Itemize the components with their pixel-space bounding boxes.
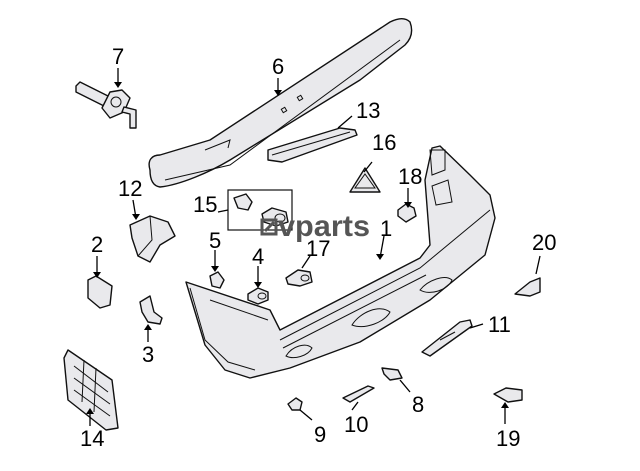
callout-12: 12 [118, 176, 142, 201]
part-3-bracket [139, 295, 163, 325]
callout-17: 17 [306, 236, 330, 261]
part-13-panel [267, 127, 358, 163]
part-9-plug [287, 397, 303, 411]
callout-6: 6 [272, 54, 284, 79]
part-14-grille [63, 349, 119, 431]
callout-1: 1 [380, 216, 392, 241]
part-12-bracket [129, 215, 176, 263]
watermark-text: vparts [278, 210, 370, 243]
part-1-bumper-cover [185, 145, 496, 379]
part-10-trim [342, 385, 375, 403]
part-16-warning-triangle [349, 167, 381, 193]
part-2-clip [87, 275, 113, 309]
callout-8: 8 [412, 392, 424, 417]
callout-11: 11 [488, 312, 511, 337]
callout-16: 16 [372, 130, 396, 155]
part-8-trim [381, 367, 403, 381]
callout-13: 13 [356, 98, 380, 123]
part-15-sensor-set [227, 189, 293, 231]
callout-9: 9 [314, 422, 326, 447]
callout-14: 14 [80, 426, 104, 451]
callout-20: 20 [532, 230, 556, 255]
part-4-sensor [247, 287, 269, 305]
part-20-trim [514, 277, 541, 297]
callout-15: 15 [193, 192, 217, 217]
callout-5: 5 [209, 228, 221, 253]
part-18-sensor [397, 203, 417, 223]
callout-3: 3 [142, 342, 154, 367]
watermark: vparts [260, 210, 370, 243]
callout-4: 4 [252, 244, 264, 269]
callout-7: 7 [112, 44, 124, 69]
part-11-reflector [421, 319, 473, 357]
callout-10: 10 [344, 412, 368, 437]
part-17-sensor [285, 269, 313, 287]
callout-2: 2 [91, 232, 103, 257]
callout-arrows [86, 68, 541, 426]
part-19-cap [493, 387, 523, 403]
part-6-reinforcement [148, 17, 413, 188]
part-5-sensor [209, 271, 225, 289]
callout-18: 18 [398, 164, 422, 189]
callout-19: 19 [496, 426, 520, 451]
square-arrow-logo-icon [260, 218, 278, 236]
part-7-tow-eye [75, 81, 137, 129]
